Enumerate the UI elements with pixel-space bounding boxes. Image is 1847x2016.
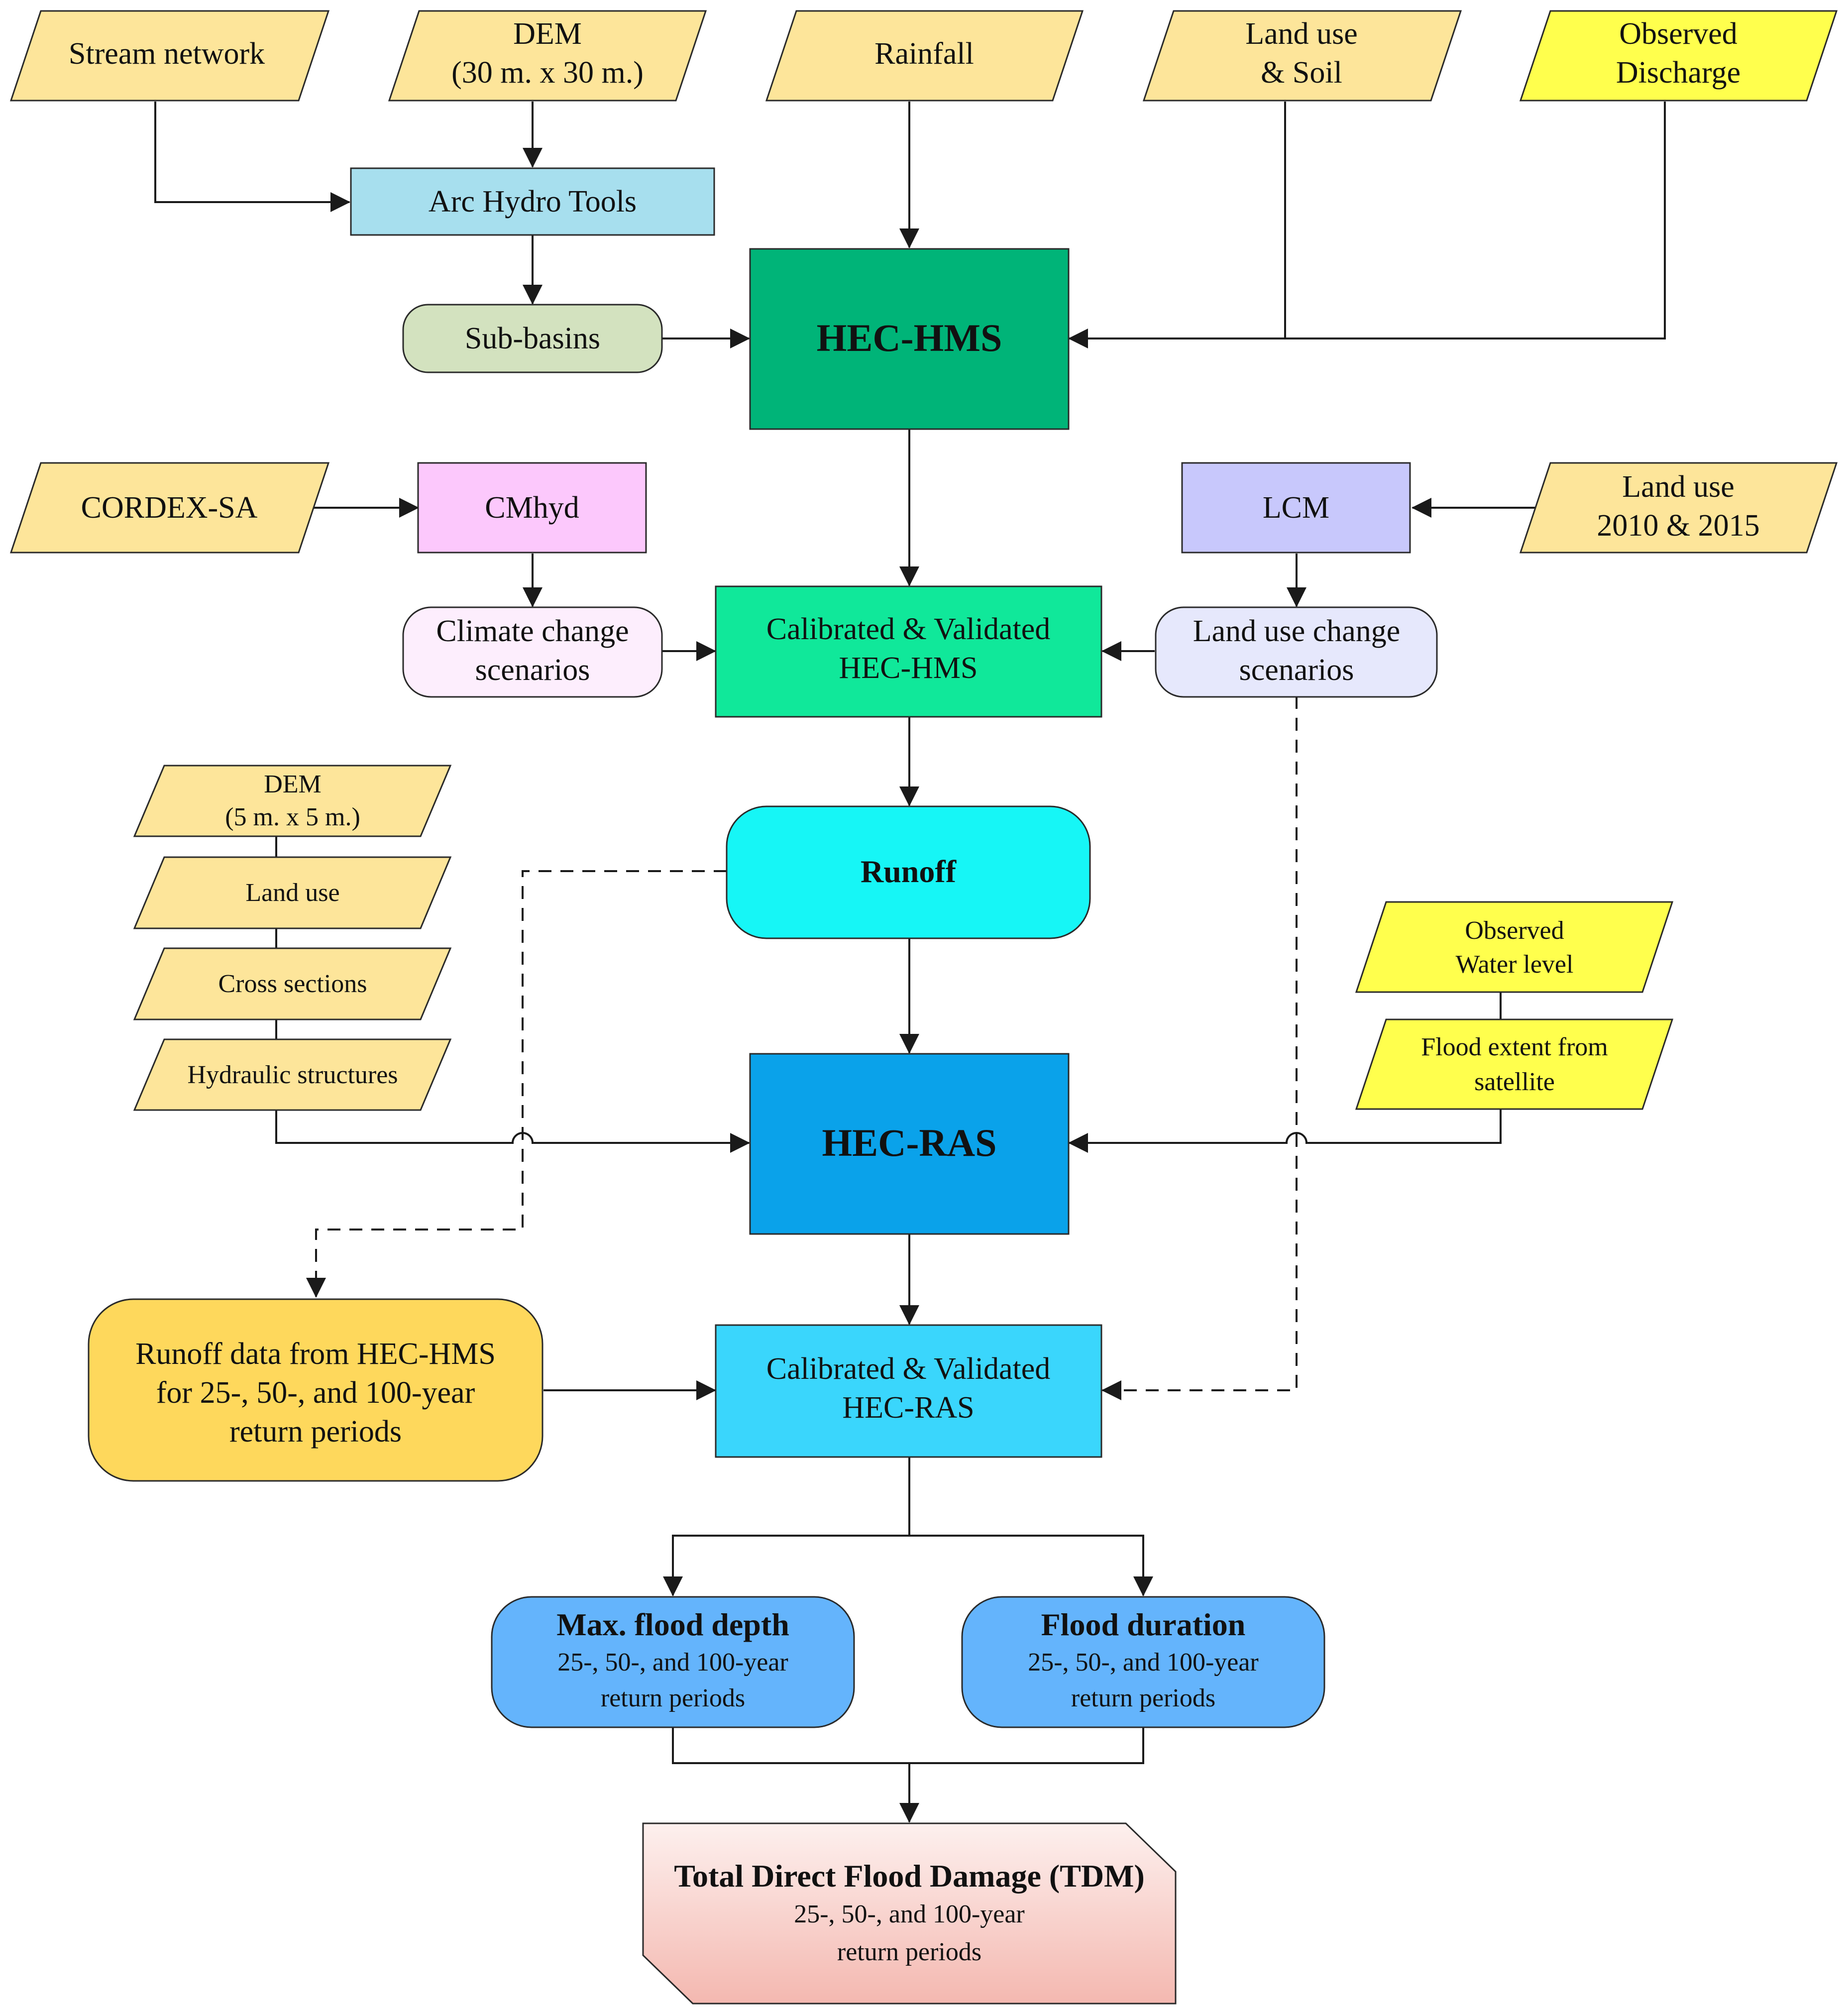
node-hec-hms: HEC-HMS <box>749 248 1070 430</box>
node-rainfall-label: Rainfall <box>874 37 974 71</box>
node-runoff-data-label-2: for 25-, 50-, and 100-year <box>156 1376 475 1410</box>
node-flood-extent: Flood extent from satellite <box>1355 1018 1674 1110</box>
node-rainfall: Rainfall <box>765 10 1084 102</box>
edge-calibras-to-duration <box>909 1535 1153 1596</box>
node-landuse-years-label-2: 2010 & 2015 <box>1597 509 1759 543</box>
node-lcm: LCM <box>1181 462 1411 554</box>
node-landuse-change-label-2: scenarios <box>1239 653 1354 687</box>
node-sub-basins: Sub-basins <box>402 304 663 373</box>
node-calib-hms-label-2: HEC-HMS <box>839 651 978 685</box>
edge-rightstack-to-hecras <box>1069 992 1502 1143</box>
node-flood-extent-label-2: satellite <box>1474 1068 1555 1096</box>
node-dem30-label-1: DEM <box>513 17 582 51</box>
node-observed-discharge-label-1: Observed <box>1619 17 1738 51</box>
nodes-layer: Stream network DEM (30 m. x 30 m.) Rainf… <box>9 10 1838 2005</box>
node-climate-label-2: scenarios <box>475 653 590 687</box>
node-tdm-title: Total Direct Flood Damage (TDM) <box>674 1858 1145 1894</box>
node-max-depth-label-2: 25-, 50-, and 100-year <box>557 1648 788 1677</box>
node-arc-hydro-tools: Arc Hydro Tools <box>350 167 715 236</box>
node-max-depth-label-3: return periods <box>601 1684 745 1712</box>
edge-runoff-to-runoffdata-dashed <box>315 870 727 1296</box>
node-duration-label-2: 25-, 50-, and 100-year <box>1028 1648 1259 1677</box>
node-climate-change-scenarios: Climate change scenarios <box>402 606 663 698</box>
node-landuse-soil-label-1: Land use <box>1245 17 1358 51</box>
node-dem5: DEM (5 m. x 5 m.) <box>133 765 452 837</box>
node-hydraulic-structures: Hydraulic structures <box>133 1038 452 1111</box>
node-hec-ras: HEC-RAS <box>749 1053 1070 1235</box>
node-cmhyd-label: CMhyd <box>485 491 579 525</box>
node-calibrated-hec-hms: Calibrated & Validated HEC-HMS <box>715 585 1102 718</box>
node-runoff-data: Runoff data from HEC-HMS for 25-, 50-, a… <box>88 1298 543 1482</box>
node-cross-sections: Cross sections <box>133 947 452 1020</box>
node-landuse-change-scenarios: Land use change scenarios <box>1155 606 1438 698</box>
node-landuse-years: Land use 2010 & 2015 <box>1519 462 1838 554</box>
node-lcm-label: LCM <box>1263 491 1329 525</box>
node-observed-water-label-1: Observed <box>1465 916 1564 945</box>
node-flood-duration: Flood duration 25-, 50-, and 100-year re… <box>961 1596 1325 1728</box>
edge-landusechange-to-calibras-dashed <box>1115 696 1298 1391</box>
node-cross-sections-label: Cross sections <box>218 970 367 998</box>
edge-leftstack-to-hecras <box>275 836 749 1143</box>
edge-observeddischarge-to-hechms <box>1285 102 1666 339</box>
node-runoff-data-label-1: Runoff data from HEC-HMS <box>135 1337 496 1371</box>
node-landuse-label: Land use <box>245 879 339 907</box>
node-dem30-label-2: (30 m. x 30 m.) <box>451 56 644 90</box>
node-hydraulic-structures-label: Hydraulic structures <box>187 1061 398 1089</box>
node-max-flood-depth: Max. flood depth 25-, 50-, and 100-year … <box>491 1596 855 1728</box>
node-tdm-label-2: 25-, 50-, and 100-year <box>794 1900 1025 1928</box>
node-calib-hms-label-1: Calibrated & Validated <box>766 612 1050 646</box>
node-total-direct-flood-damage: Total Direct Flood Damage (TDM) 25-, 50-… <box>642 1822 1177 2005</box>
edges-layer <box>154 102 1666 1822</box>
node-stream-network-label: Stream network <box>69 37 265 71</box>
node-landuse-soil: Land use & Soil <box>1142 10 1462 102</box>
node-calib-ras-label-2: HEC-RAS <box>842 1391 974 1425</box>
node-hec-ras-label: HEC-RAS <box>822 1121 996 1164</box>
node-landuse: Land use <box>133 856 452 929</box>
node-climate-label-1: Climate change <box>436 614 629 648</box>
node-cmhyd: CMhyd <box>417 462 647 554</box>
node-stream-network: Stream network <box>9 10 330 102</box>
node-observed-water-label-2: Water level <box>1456 950 1574 979</box>
node-observed-discharge: Observed Discharge <box>1519 10 1838 102</box>
node-landuse-change-label-1: Land use change <box>1193 614 1401 648</box>
node-runoff-label: Runoff <box>861 854 957 889</box>
node-runoff: Runoff <box>726 805 1091 939</box>
node-dem5-label-1: DEM <box>264 770 322 798</box>
node-duration-label-3: return periods <box>1071 1684 1215 1712</box>
node-tdm-label-3: return periods <box>837 1938 981 1966</box>
node-landuse-soil-label-2: & Soil <box>1261 56 1342 90</box>
node-cordex-sa-label: CORDEX-SA <box>81 491 258 525</box>
node-landuse-years-label-1: Land use <box>1622 470 1735 504</box>
node-observed-discharge-label-2: Discharge <box>1616 56 1740 90</box>
edge-stream-to-archydro <box>154 102 350 212</box>
edge-landusesoil-to-hechms <box>1068 102 1286 348</box>
node-calib-ras-label-1: Calibrated & Validated <box>766 1352 1050 1386</box>
node-observed-water-level: Observed Water level <box>1355 901 1674 993</box>
node-arc-hydro-tools-label: Arc Hydro Tools <box>429 185 637 219</box>
node-cordex-sa: CORDEX-SA <box>9 462 330 554</box>
node-flood-extent-label-1: Flood extent from <box>1421 1033 1608 1061</box>
node-runoff-data-label-3: return periods <box>229 1415 402 1449</box>
node-sub-basins-label: Sub-basins <box>465 322 600 355</box>
edge-calibras-to-maxdepth <box>663 1456 910 1596</box>
node-hec-hms-label: HEC-HMS <box>817 316 1002 359</box>
node-calibrated-hec-ras: Calibrated & Validated HEC-RAS <box>715 1324 1102 1458</box>
node-dem5-label-2: (5 m. x 5 m.) <box>225 803 360 831</box>
node-dem30: DEM (30 m. x 30 m.) <box>388 10 707 102</box>
node-max-depth-title: Max. flood depth <box>556 1607 789 1642</box>
node-duration-title: Flood duration <box>1041 1607 1246 1642</box>
edge-outputs-to-tdm <box>672 1727 1144 1822</box>
